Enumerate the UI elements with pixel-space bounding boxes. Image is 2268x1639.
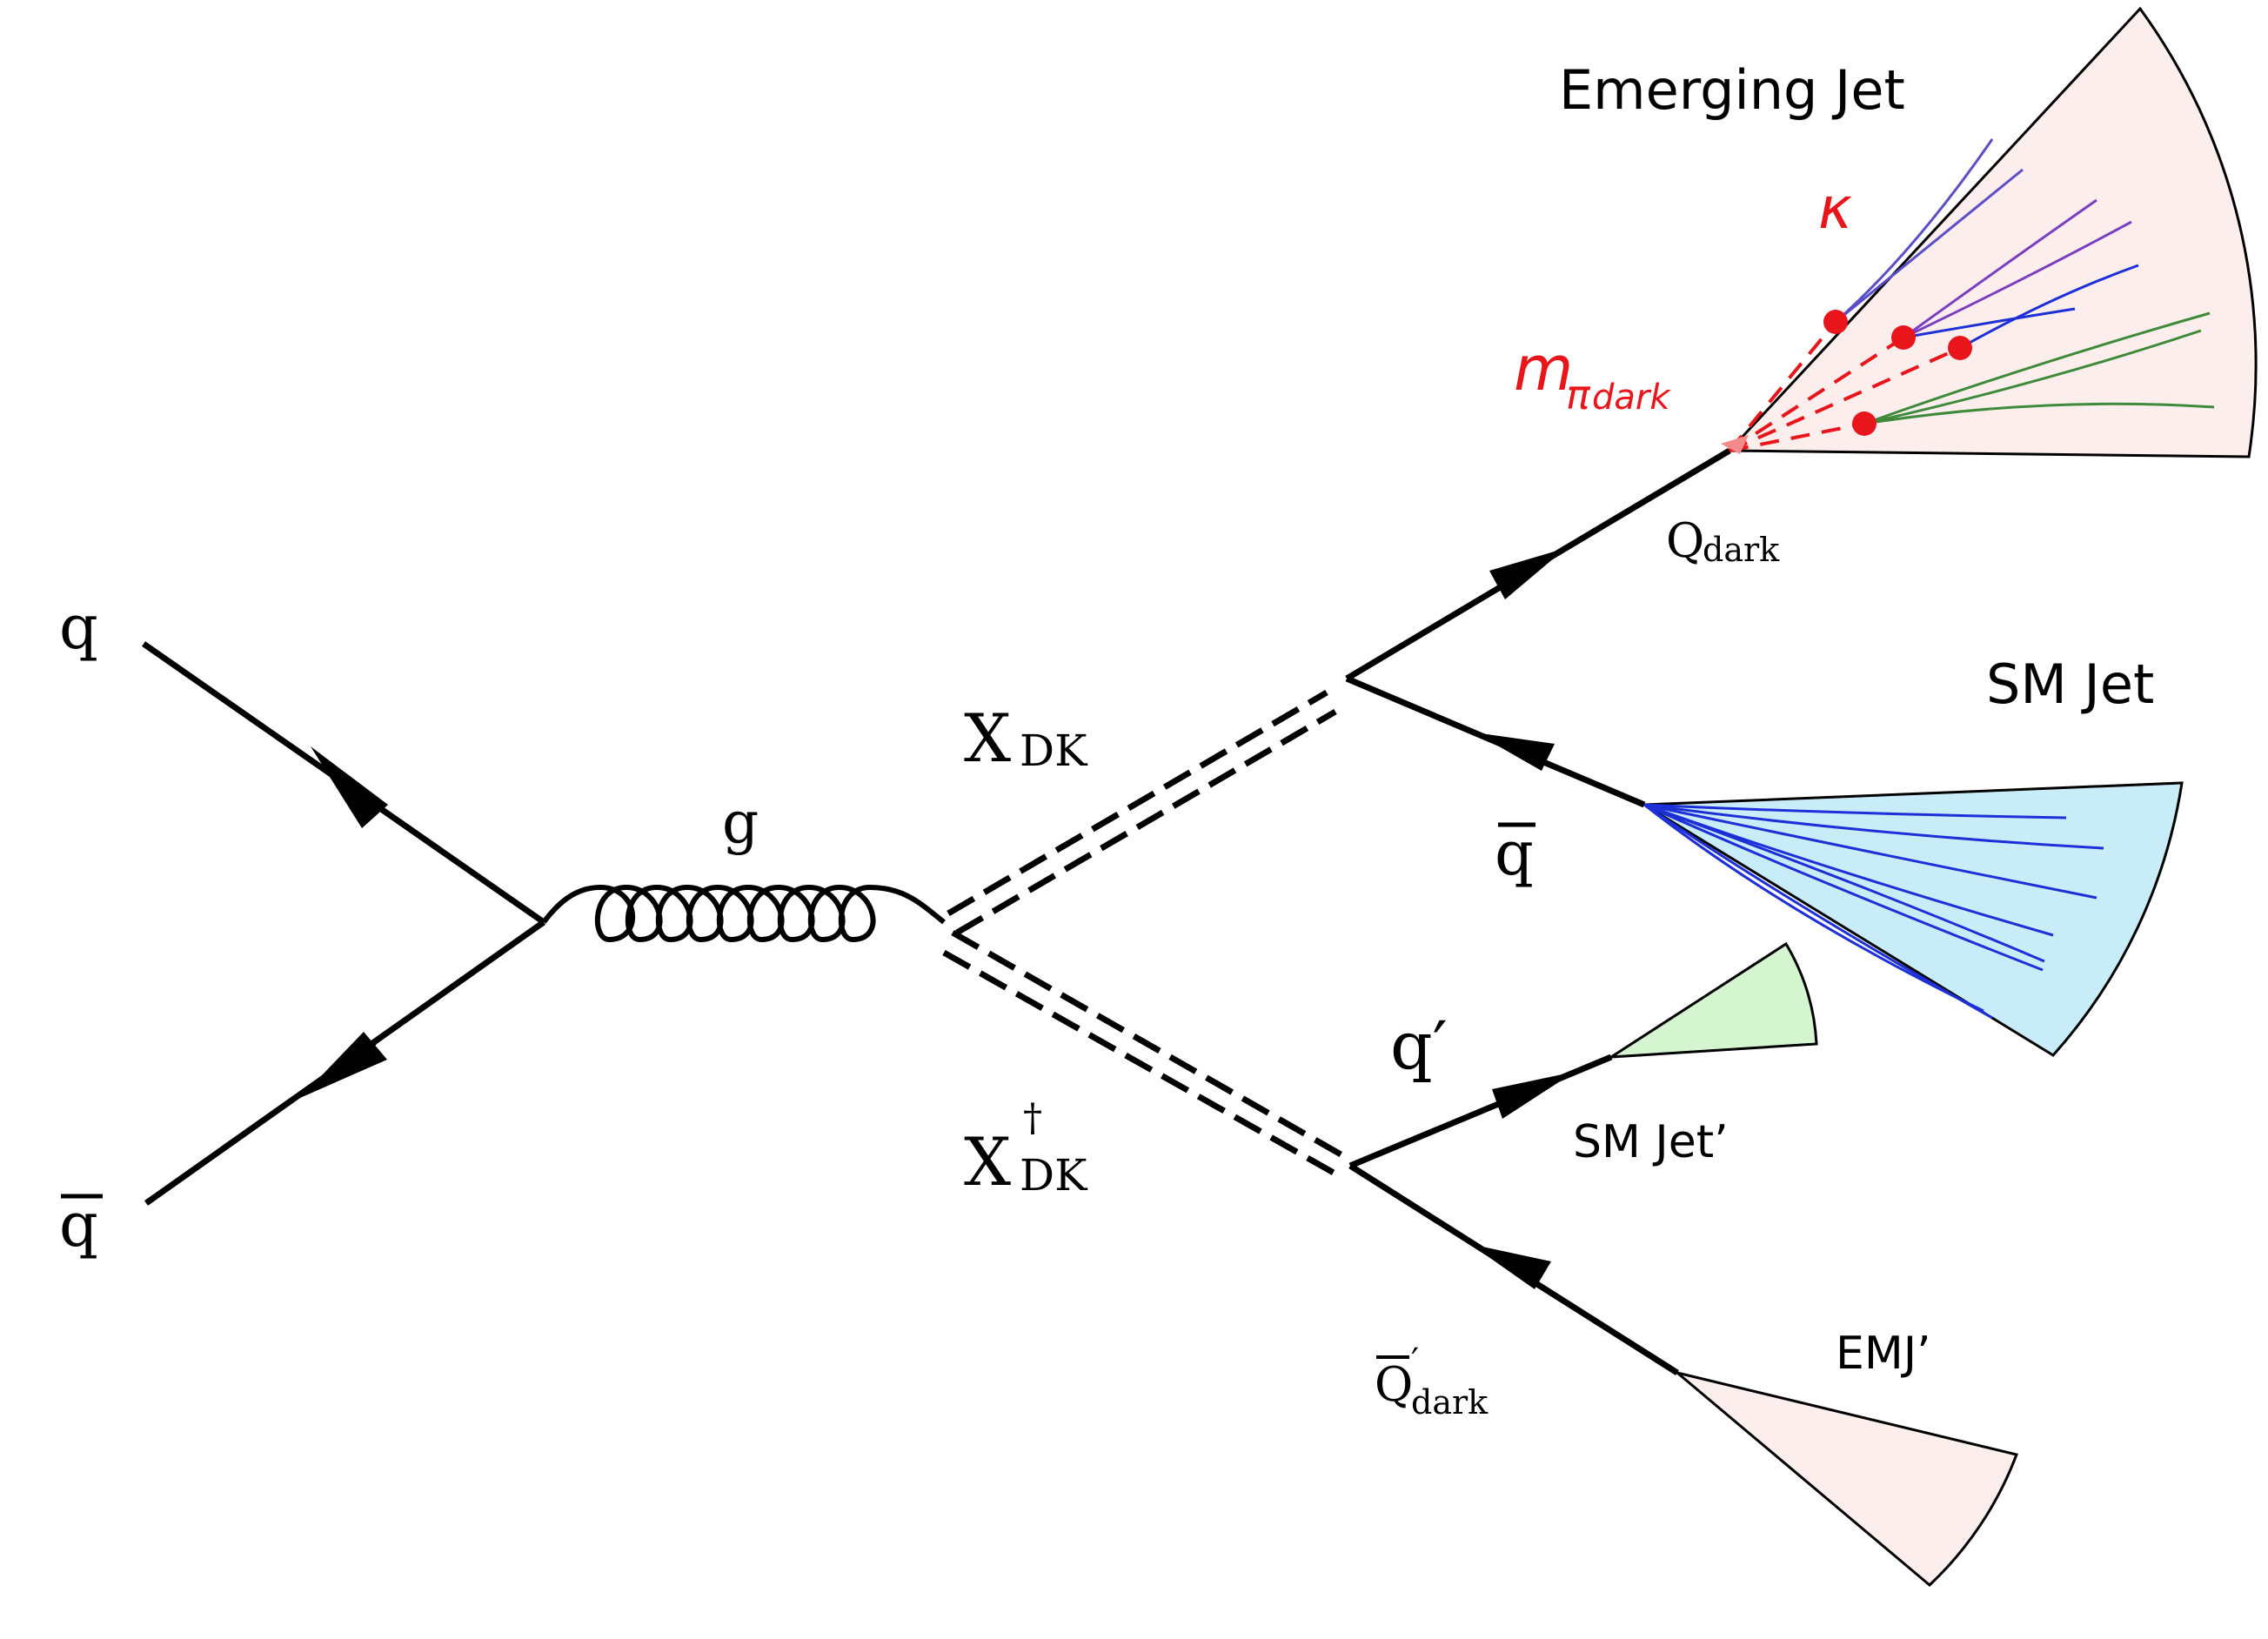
emerging-jet-cone	[1726, 6, 2258, 458]
x-dk-dagger-scalar-line	[942, 929, 1350, 1180]
svg-text:Q: Q	[1666, 513, 1704, 568]
svg-text:π: π	[1566, 371, 1591, 418]
qbar-dark-prime-arrow	[1470, 1244, 1551, 1289]
label-emerging-jet: Emerging Jet	[1559, 58, 1905, 122]
q-prime-arrow	[1492, 1072, 1575, 1119]
svg-text:dark: dark	[1703, 531, 1780, 569]
label-gluon: g	[722, 789, 759, 856]
emerging-tracks	[1835, 138, 2215, 425]
svg-text:Q: Q	[1375, 1357, 1413, 1412]
label-qbar-dark-prime: Q ′ dark	[1375, 1341, 1489, 1422]
svg-text:m: m	[1514, 333, 1573, 405]
svg-text:q: q	[59, 1189, 98, 1261]
label-sm-jet-prime: SM Jet’	[1573, 1116, 1729, 1168]
label-q-in: q	[59, 592, 98, 663]
x-dk-scalar-line	[947, 689, 1337, 936]
label-qbar-in: q	[59, 1189, 103, 1261]
svg-text:DK: DK	[1020, 726, 1088, 776]
label-kappa: κ	[1818, 175, 1852, 242]
label-qbar-out: q	[1495, 818, 1535, 889]
label-x-dk: X DK	[964, 699, 1088, 777]
label-q-prime: q′	[1390, 1007, 1448, 1084]
svg-text:q: q	[1495, 818, 1534, 889]
emj-prime-cone	[1676, 1371, 2019, 1588]
dark-pion-lines	[1728, 320, 1961, 452]
label-m-pi-dark: m π dark	[1514, 333, 1671, 418]
label-q-dark: Q dark	[1666, 513, 1780, 569]
svg-text:′: ′	[1411, 1341, 1419, 1381]
qbar-out-arrow	[1475, 733, 1555, 771]
svg-text:X: X	[964, 1123, 1011, 1201]
svg-text:DK: DK	[1020, 1150, 1088, 1201]
label-sm-jet: SM Jet	[1986, 652, 2154, 716]
antiquark-in-arrow-head	[300, 1032, 387, 1098]
svg-text:X: X	[964, 699, 1011, 777]
dark-shower-origin	[1721, 435, 1749, 454]
quark-in-arrow	[311, 746, 388, 828]
svg-text:dark: dark	[1592, 378, 1671, 418]
sm-jet-prime-cone	[1606, 941, 1818, 1059]
svg-text:†: †	[1023, 1096, 1042, 1141]
gluon-line	[541, 884, 946, 943]
dark-pion-vertices	[1823, 310, 1972, 436]
label-emj-prime: EMJ’	[1836, 1328, 1931, 1380]
label-x-dk-dagger: X † DK	[964, 1096, 1088, 1201]
q-dark-arrow	[1489, 548, 1566, 599]
svg-text:dark: dark	[1411, 1383, 1489, 1422]
sm-jet-tracks	[1643, 803, 2104, 1020]
